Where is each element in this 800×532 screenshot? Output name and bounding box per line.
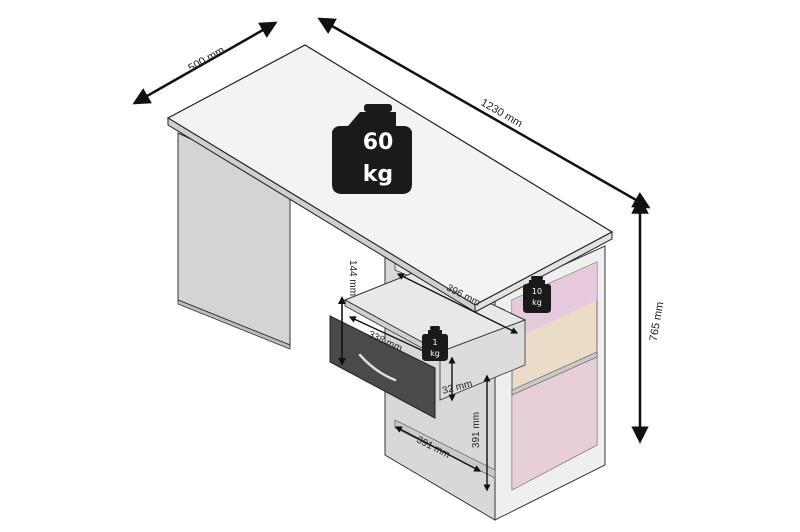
depth-arrow [132, 21, 278, 105]
top-weight-icon [332, 104, 412, 194]
top-weight-unit: kg [363, 162, 393, 187]
drawer-weight-icon [422, 326, 448, 361]
shelf-width-arrow [396, 273, 519, 334]
drawer-front-height-label: 144 mm [347, 260, 358, 296]
drawer-weight-unit: kg [430, 349, 440, 358]
depth-label: 500 mm [186, 44, 226, 74]
shelf-weight-unit: kg [532, 298, 542, 307]
compartment-height-label: 391 mm [471, 412, 482, 448]
width-arrow [317, 17, 651, 209]
dimension-arrows [132, 17, 651, 492]
shelf-weight-value: 10 [532, 287, 542, 296]
drawer-weight-value: 1 [432, 338, 437, 347]
top-weight-value: 60 [363, 130, 394, 155]
shelf-weight-icon [523, 276, 551, 313]
height-label: 765 mm [648, 301, 667, 342]
left-leg-panel [177, 132, 291, 350]
drawer-inner-width-arrow [348, 316, 434, 356]
compartment-width-arrow [394, 426, 482, 472]
